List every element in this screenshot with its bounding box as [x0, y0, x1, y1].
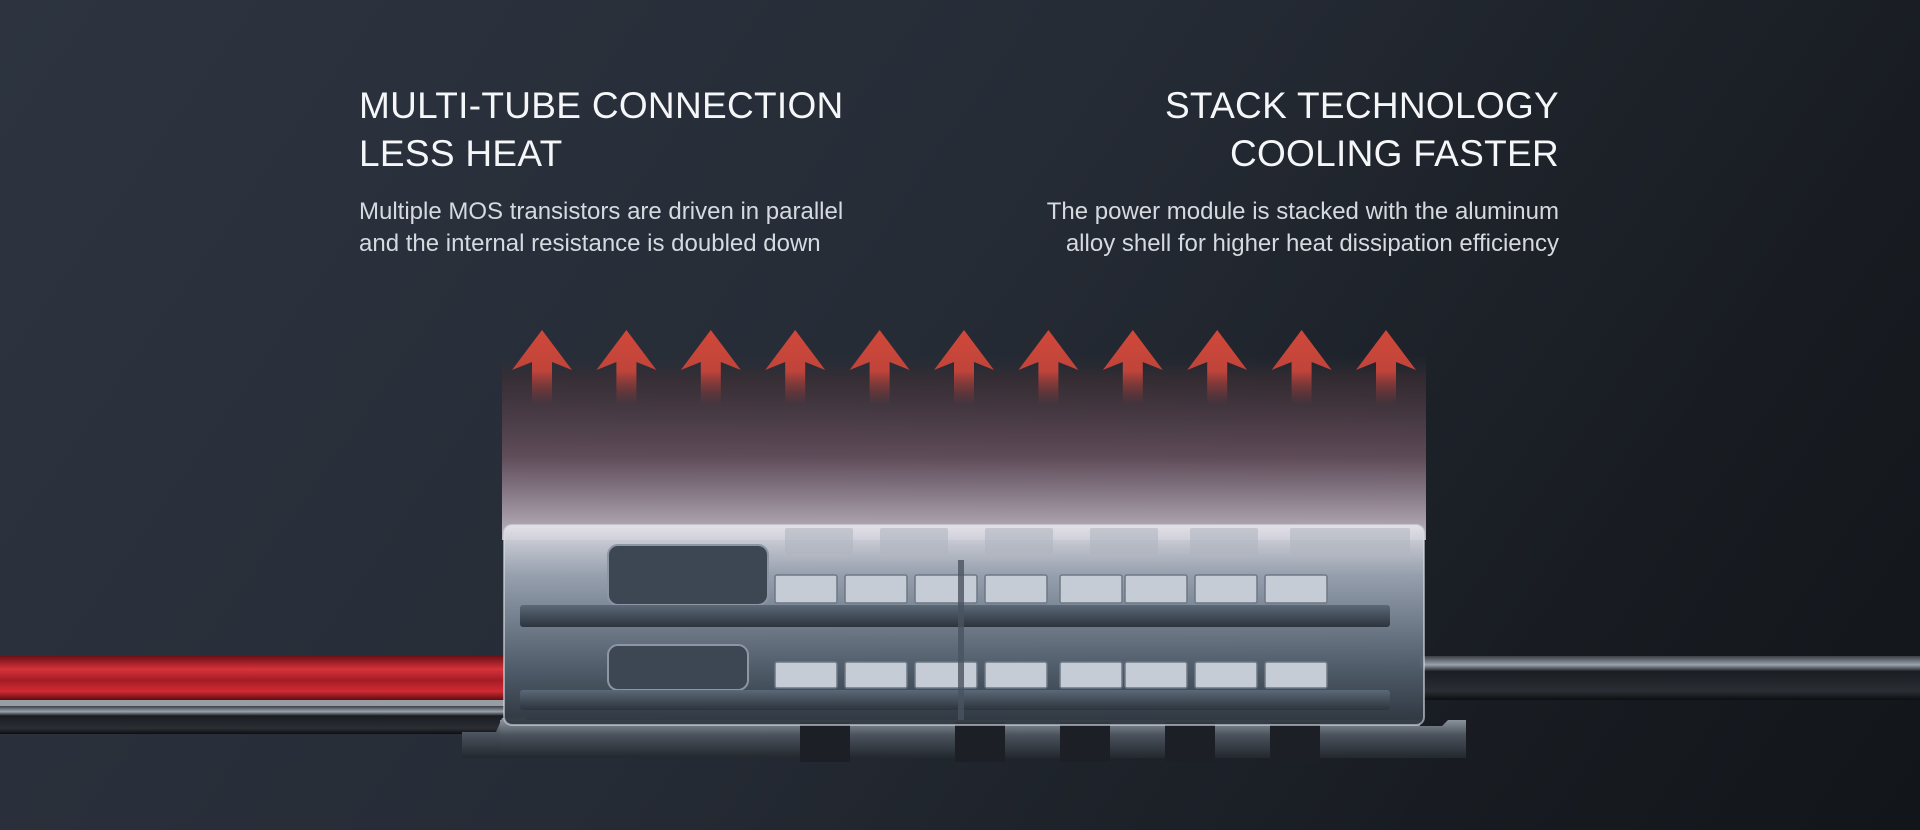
mosfet-chip — [844, 661, 908, 689]
heat-arrow-icon — [1356, 330, 1416, 405]
mosfet-chip — [1124, 574, 1188, 604]
upper-pcb — [520, 605, 1390, 627]
mosfet-chip — [1264, 574, 1328, 604]
heat-arrow-icon — [1187, 330, 1248, 405]
feature-description-line-1: The power module is stacked with the alu… — [1046, 198, 1559, 225]
mosfet-chip — [774, 661, 838, 689]
heat-arrow-group — [512, 330, 1416, 405]
mosfet-chip — [1264, 661, 1328, 689]
feature-description-line-2: and the internal resistance is doubled d… — [359, 230, 821, 257]
feature-title: MULTI-TUBE CONNECTION LESS HEAT — [359, 82, 919, 178]
mosfet-chip — [914, 661, 978, 689]
mosfet-chip — [914, 574, 978, 604]
feature-description-line-1: Multiple MOS transistors are driven in p… — [359, 198, 844, 225]
mosfet-chip — [1194, 574, 1258, 604]
mosfet-chip — [1059, 661, 1123, 689]
mosfet-chip — [1124, 661, 1188, 689]
feature-title-line-2: COOLING FASTER — [1229, 133, 1559, 174]
esc-module-illustration — [0, 330, 1920, 762]
feature-title-line-2: LESS HEAT — [359, 133, 563, 174]
heat-arrow-icon — [512, 330, 572, 405]
mosfet-chip — [1194, 661, 1258, 689]
feature-description: Multiple MOS transistors are driven in p… — [359, 196, 919, 260]
mosfet-chip — [1059, 574, 1123, 604]
black-signal-wire — [0, 706, 505, 734]
red-power-wire — [0, 656, 505, 700]
mosfet-row — [774, 574, 1328, 689]
lower-pcb — [520, 690, 1390, 710]
feature-title-line-1: MULTI-TUBE CONNECTION — [359, 85, 844, 126]
feature-title: STACK TECHNOLOGY COOLING FASTER — [999, 82, 1559, 178]
capacitor — [607, 544, 769, 606]
heat-arrow-icon — [934, 330, 994, 405]
heat-arrow-icon — [765, 330, 826, 405]
feature-title-line-1: STACK TECHNOLOGY — [1164, 85, 1559, 126]
mosfet-chip — [844, 574, 908, 604]
feature-description: The power module is stacked with the alu… — [999, 196, 1559, 260]
feature-description-line-2: alloy shell for higher heat dissipation … — [1065, 230, 1559, 257]
feature-multi-tube: MULTI-TUBE CONNECTION LESS HEAT Multiple… — [359, 82, 919, 260]
heat-arrow-icon — [596, 330, 657, 405]
mosfet-chip — [774, 574, 838, 604]
black-power-wire — [1420, 656, 1920, 700]
feature-stack-technology: STACK TECHNOLOGY COOLING FASTER The powe… — [999, 82, 1559, 260]
mosfet-chip — [984, 574, 1048, 604]
heat-arrow-icon — [849, 330, 910, 405]
mosfet-chip — [984, 661, 1048, 689]
heat-arrow-icon — [680, 330, 741, 405]
heat-arrow-icon — [1271, 330, 1332, 405]
heat-arrow-icon — [1102, 330, 1163, 405]
heat-arrow-icon — [1018, 330, 1079, 405]
